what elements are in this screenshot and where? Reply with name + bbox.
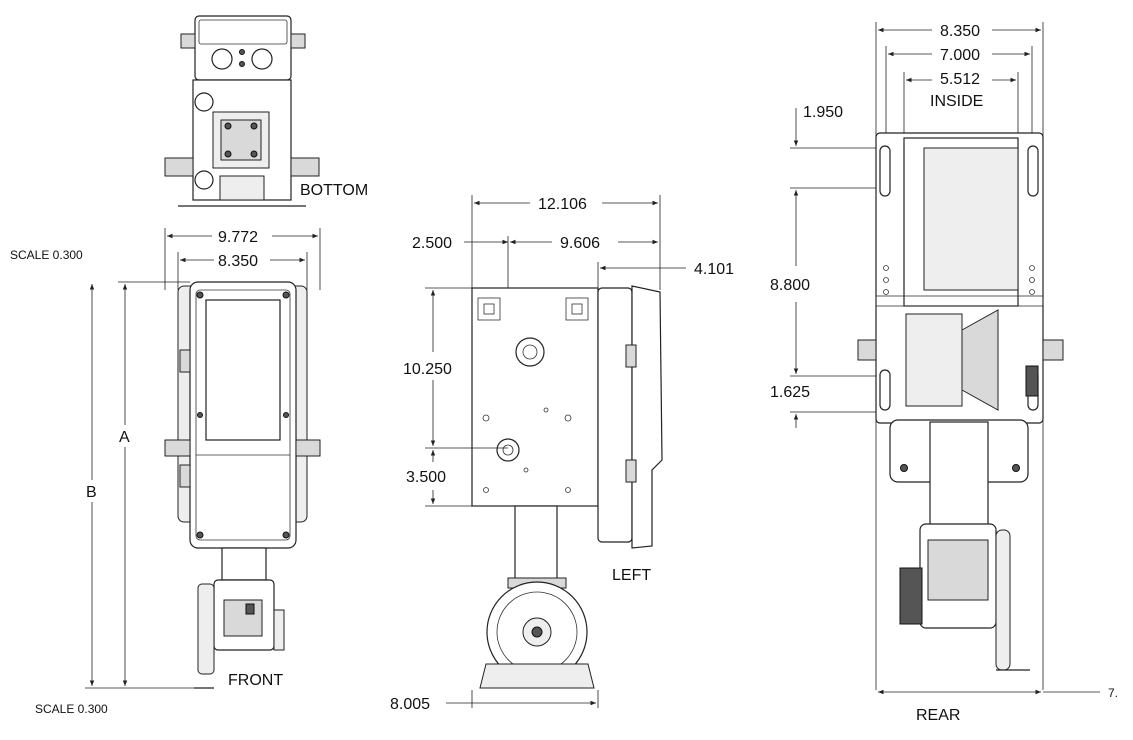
- left-view: 12.106 2.500 9.606 4.101 LEFT: [390, 195, 734, 713]
- left-offset: 2.500: [412, 235, 452, 252]
- rear-view-label: REAR: [916, 707, 960, 724]
- rear-top-offset: 1.950: [803, 104, 843, 121]
- front-view-label: FRONT: [228, 672, 283, 689]
- left-shaft-height: 3.500: [406, 469, 446, 486]
- scale-label-bottom: SCALE 0.300: [35, 702, 108, 716]
- left-enclosure-depth: 4.101: [694, 261, 734, 278]
- front-height-a: A: [119, 429, 130, 446]
- left-plate-height: 10.250: [403, 361, 452, 378]
- front-view: SCALE 0.300 SCALE 0.300 9.772 8.350: [10, 228, 321, 716]
- rear-bottom-offset: 1.625: [770, 384, 810, 401]
- scale-label-top: SCALE 0.300: [10, 248, 83, 262]
- rear-slot-spacing: 7.000: [940, 47, 980, 64]
- rear-overall-width: 8.350: [940, 23, 980, 40]
- bottom-view: BOTTOM: [164, 15, 368, 207]
- page-number: 7.: [1108, 686, 1118, 700]
- rear-inside-width: 5.512: [940, 71, 980, 88]
- front-height-b: B: [86, 484, 97, 501]
- left-motor-base: 8.005: [390, 696, 430, 713]
- rear-view: 8.350 7.000 5.512 INSIDE: [770, 22, 1118, 724]
- left-shaft-to-back: 9.606: [560, 235, 600, 252]
- rear-inside-label: INSIDE: [930, 93, 983, 110]
- left-overall-depth: 12.106: [538, 196, 587, 213]
- front-overall-width: 9.772: [218, 229, 258, 246]
- rear-slot-distance: 8.800: [770, 277, 810, 294]
- front-mount-width: 8.350: [218, 253, 258, 270]
- left-view-label: LEFT: [612, 567, 651, 584]
- bottom-view-label: BOTTOM: [300, 182, 368, 199]
